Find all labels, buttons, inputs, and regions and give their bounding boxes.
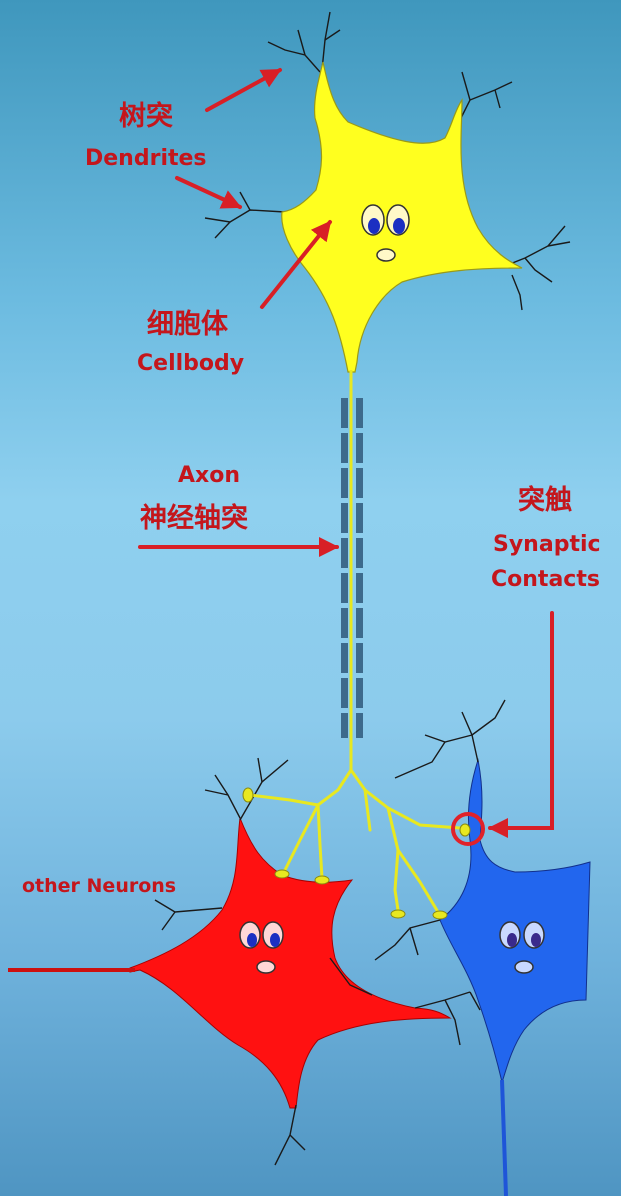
other-neurons-label: other Neurons bbox=[22, 876, 176, 898]
dendrites-arrow-upper bbox=[207, 70, 280, 110]
dendrites-arrow-lower bbox=[177, 178, 240, 207]
synaptic-label-en-line2: Contacts bbox=[491, 567, 600, 592]
dendrites-label-en: Dendrites bbox=[85, 146, 207, 171]
blue-cell-body bbox=[440, 760, 590, 1082]
cellbody-label-en: Cellbody bbox=[137, 351, 244, 376]
synaptic-label-zh: 突触 bbox=[518, 485, 572, 516]
synaptic-label-en-line1: Synaptic bbox=[493, 532, 601, 557]
cellbody-label-zh: 细胞体 bbox=[147, 309, 228, 340]
axon-label-en: Axon bbox=[178, 463, 240, 488]
synapse-arrow bbox=[490, 613, 552, 828]
dendrites-label-zh: 树突 bbox=[119, 101, 173, 132]
blue-cell-axon bbox=[502, 1080, 506, 1196]
axon-label-zh: 神经轴突 bbox=[140, 503, 248, 534]
